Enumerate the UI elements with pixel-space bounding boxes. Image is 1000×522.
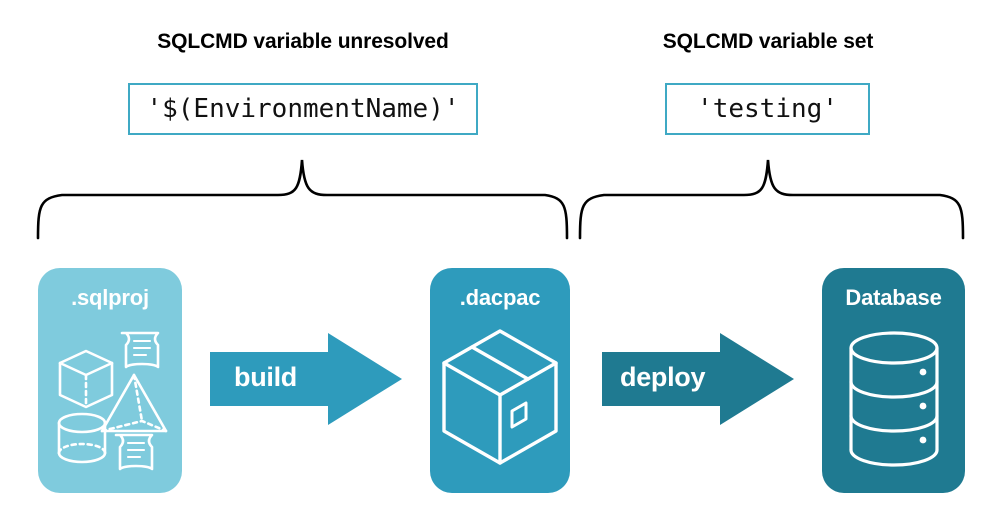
stage-label-dacpac: .dacpac — [459, 285, 541, 310]
section-label-left: SQLCMD variable unresolved — [157, 30, 449, 53]
code-text-right: 'testing' — [697, 94, 838, 124]
section-label-right: SQLCMD variable set — [662, 30, 874, 53]
stage-label-database: Database — [845, 285, 942, 310]
package-box-icon — [430, 322, 570, 477]
brace-right — [578, 159, 965, 240]
arrow-build: build — [208, 330, 404, 428]
brace-left — [36, 159, 569, 240]
arrow-label-deploy: deploy — [620, 362, 706, 392]
build-arrow-shape — [210, 333, 402, 425]
arrow-label-build: build — [234, 362, 297, 392]
code-box-right: 'testing' — [665, 83, 870, 135]
stage-label-sqlproj: .sqlproj — [71, 285, 149, 310]
code-box-left: '$(EnvironmentName)' — [128, 83, 478, 135]
cube-shape — [58, 349, 114, 408]
stage-box-database: Database — [822, 268, 965, 493]
project-objects-icon — [38, 320, 182, 480]
database-cylinder-icon — [822, 326, 965, 476]
script-scroll-icon-1 — [120, 331, 160, 368]
pyramid-shape — [100, 373, 168, 432]
deploy-arrow-shape — [602, 333, 794, 425]
script-scroll-icon-2 — [114, 433, 154, 470]
arrow-deploy: deploy — [600, 330, 796, 428]
cylinder-shape — [57, 412, 107, 463]
code-text-left: '$(EnvironmentName)' — [146, 94, 460, 124]
stage-box-sqlproj: .sqlproj — [38, 268, 182, 493]
stage-box-dacpac: .dacpac — [430, 268, 570, 493]
